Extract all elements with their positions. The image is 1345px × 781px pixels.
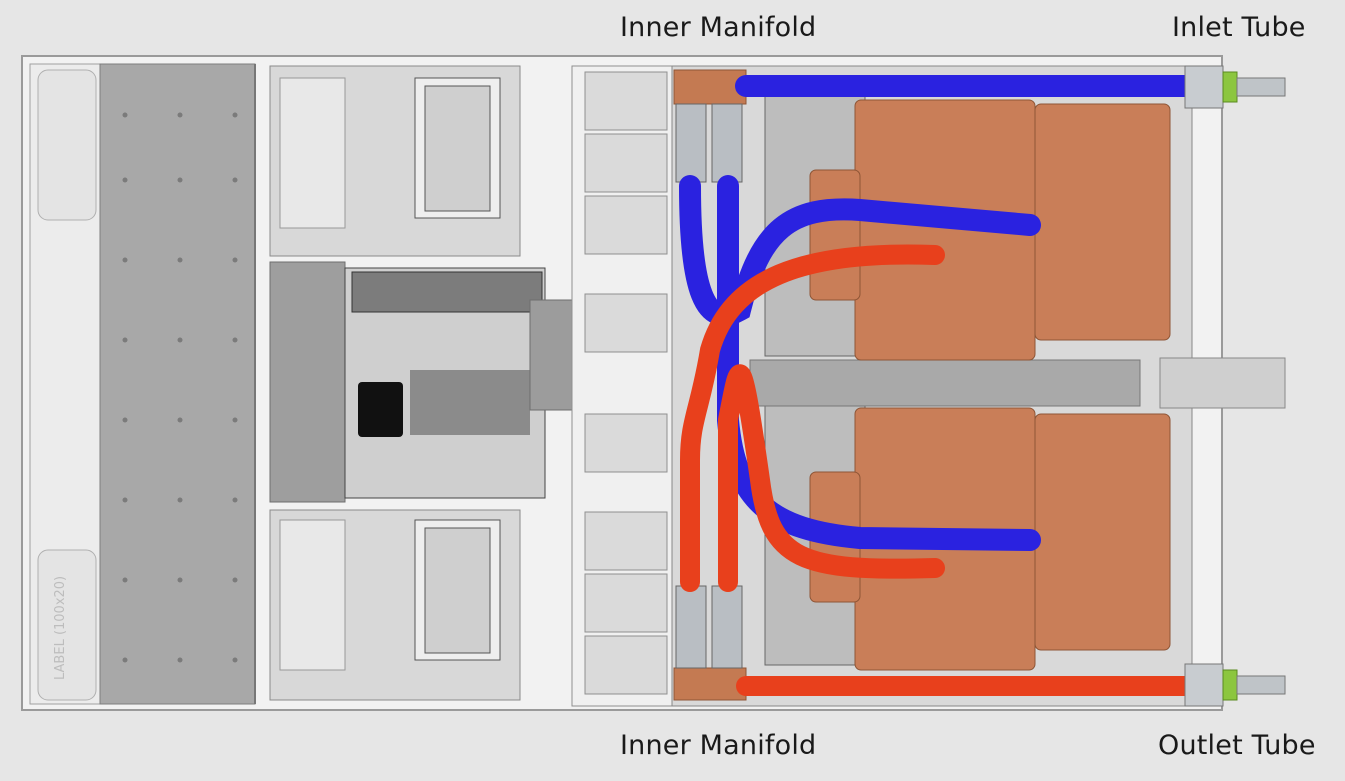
outlet-tubes [680,244,1195,696]
inlet-fitting [1184,65,1286,109]
panel-rivets [122,112,238,663]
fan-module-array [571,65,673,707]
pcie-riser-bottom [269,509,521,701]
pcie-riser-top [269,65,521,257]
front-bay-label: LABEL (100x20) [53,576,68,680]
outlet-tube-label: Outlet Tube [1158,730,1316,761]
inner-manifold-bottom-block [673,585,747,701]
inner-manifold-top-label: Inner Manifold [620,12,817,43]
inner-manifold-bottom-label: Inner Manifold [620,730,817,761]
outlet-fitting [1184,663,1286,707]
inlet-tube-label: Inlet Tube [1172,12,1306,43]
